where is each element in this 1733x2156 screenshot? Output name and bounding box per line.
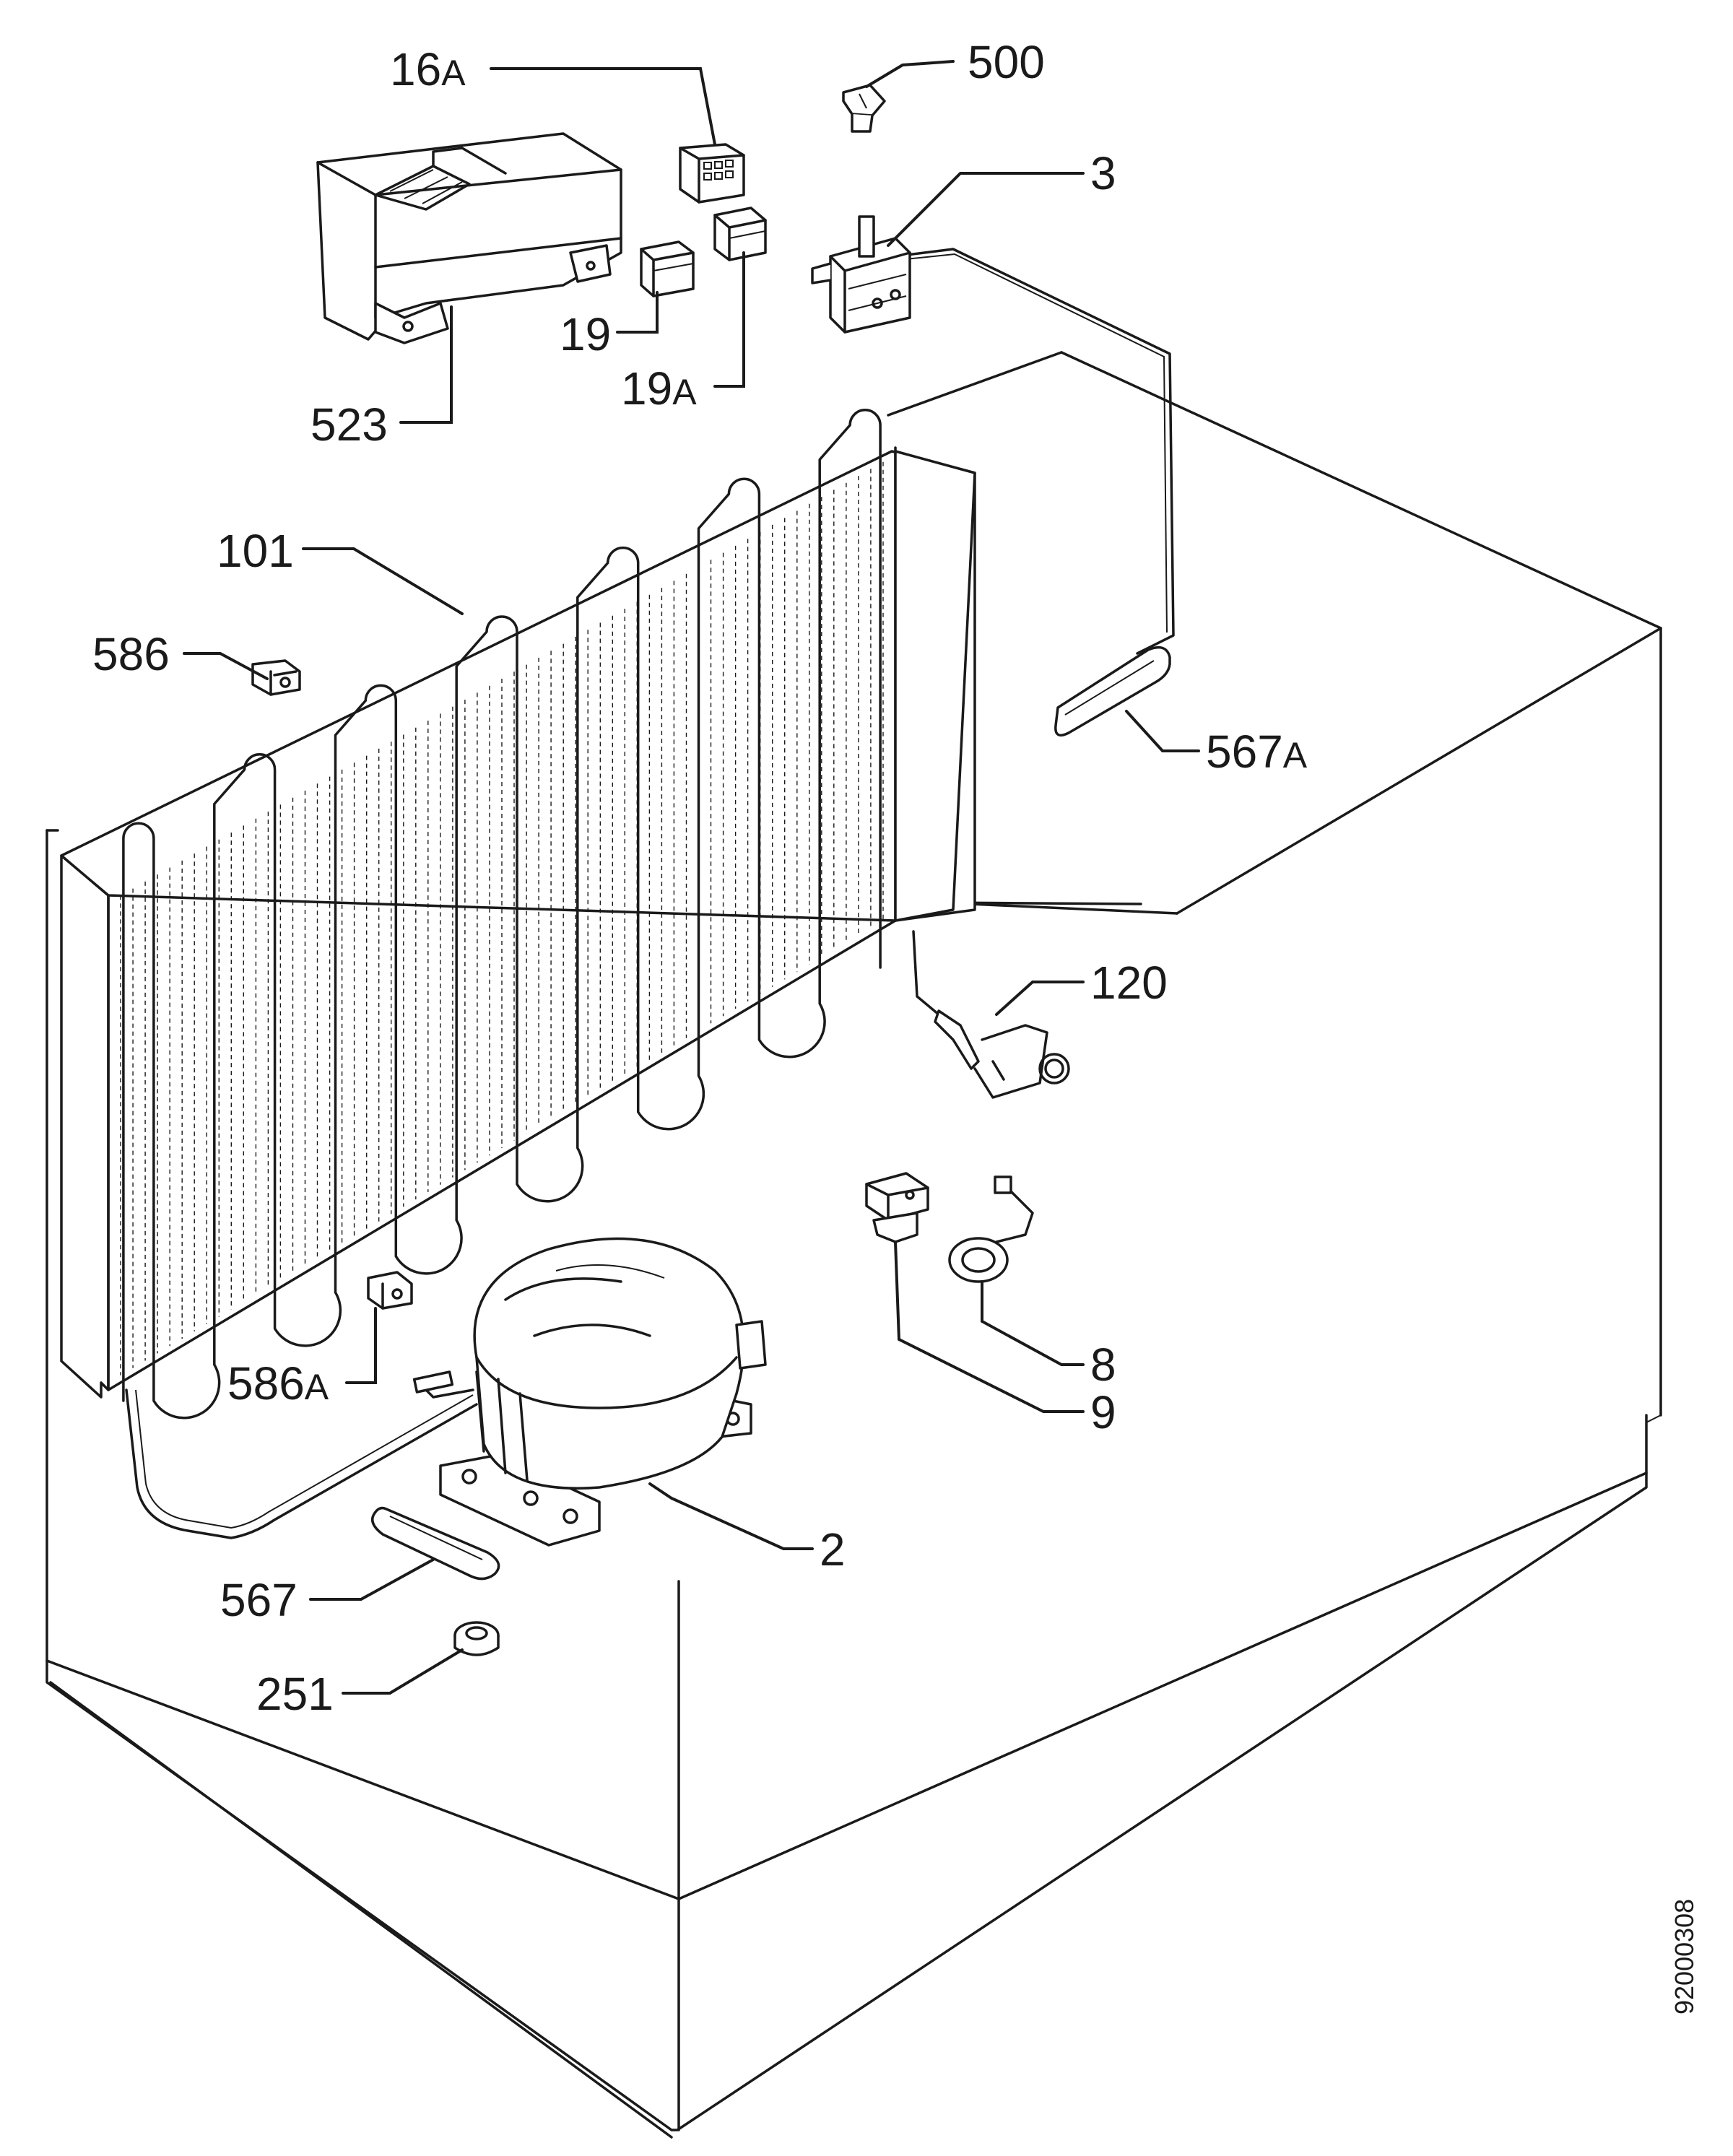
drawing-code: 92000308 [1669, 1899, 1699, 2014]
condenser [60, 409, 976, 1420]
part-3-thermostat [811, 215, 911, 334]
callout-586: 586 [92, 628, 170, 680]
leader-lines [183, 60, 1200, 1695]
part-500-knob [842, 84, 886, 133]
capillary-pipe [894, 248, 1175, 655]
callout-3: 3 [1090, 147, 1116, 199]
callout-251: 251 [256, 1668, 334, 1720]
part-19-switch [640, 240, 695, 297]
callout-101: 101 [217, 525, 294, 577]
part-2-compressor [412, 1237, 767, 1547]
part-9-relay [865, 1172, 929, 1243]
part-586-clip [251, 659, 301, 696]
part-120-drier [912, 930, 1070, 1099]
discharge-pipe [125, 1388, 478, 1539]
callout-16a: 16A [390, 43, 466, 95]
part-523-housing [316, 132, 622, 344]
callout-19: 19 [560, 308, 611, 360]
part-586a-clip [367, 1271, 413, 1310]
part-251-foot [453, 1621, 500, 1656]
part-16a-switch [679, 143, 745, 204]
condenser-grille [108, 455, 896, 1383]
part-567a-pad [1054, 646, 1171, 737]
callout-8: 8 [1090, 1339, 1116, 1391]
callout-labels: 16A 500 3 19 19A 523 101 586 567A 120 8 … [92, 36, 1308, 1720]
callout-9: 9 [1090, 1386, 1116, 1438]
condenser-tube [122, 409, 882, 1420]
callout-500: 500 [968, 36, 1045, 88]
callout-523: 523 [310, 399, 388, 451]
part-19a-switch [713, 207, 767, 261]
callout-19a: 19A [621, 362, 697, 414]
callout-567a: 567A [1206, 726, 1308, 778]
callout-567: 567 [220, 1574, 297, 1626]
callout-586a: 586A [227, 1357, 329, 1409]
cabinet-body [45, 351, 1662, 2139]
part-8-grommet [948, 1175, 1034, 1283]
callout-120: 120 [1090, 957, 1168, 1009]
part-567-pad [371, 1506, 500, 1581]
callout-2: 2 [820, 1523, 846, 1575]
